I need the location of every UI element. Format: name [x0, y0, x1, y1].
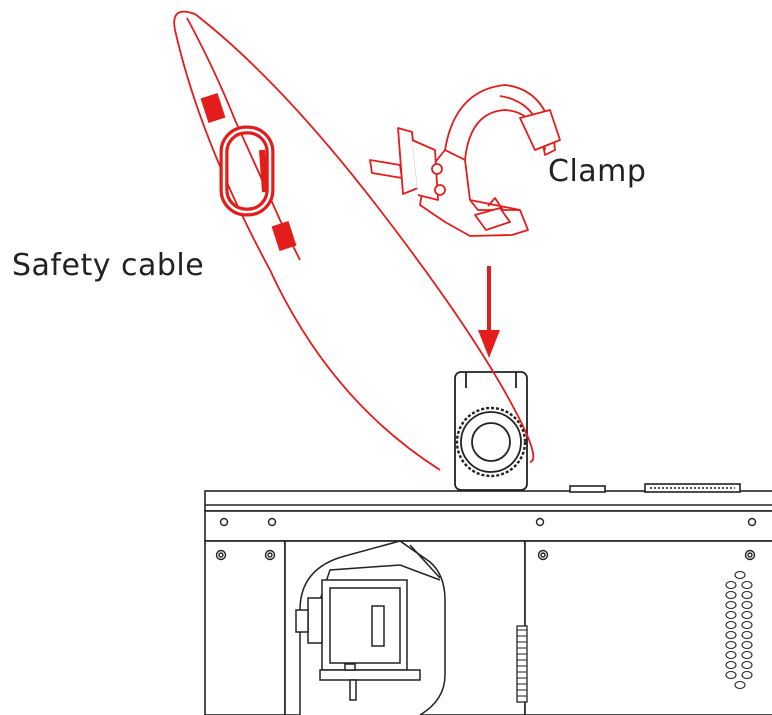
down-arrow-icon — [478, 266, 500, 358]
vent-holes — [725, 570, 753, 690]
mounting-bracket — [454, 371, 528, 491]
side-knob — [516, 625, 528, 703]
screws-upper — [219, 517, 757, 527]
fixture-body — [204, 483, 772, 715]
screws-lower — [215, 549, 756, 561]
clamp-icon — [369, 84, 561, 237]
safety-cable-icon — [173, 10, 535, 471]
clamp-label: Clamp — [548, 154, 647, 189]
yoke-mechanism — [295, 540, 446, 715]
safety-cable-label: Safety cable — [12, 248, 205, 283]
